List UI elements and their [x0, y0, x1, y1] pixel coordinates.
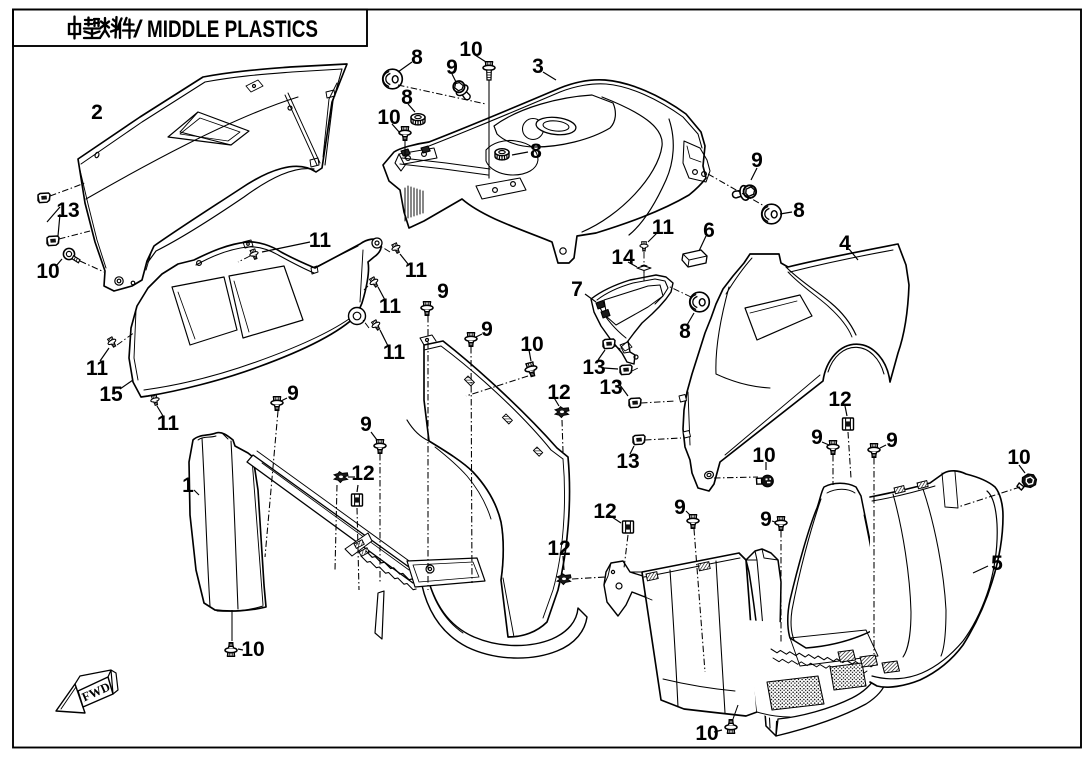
svg-text:9: 9: [481, 318, 493, 341]
svg-text:13: 13: [56, 199, 79, 222]
svg-text:8: 8: [793, 199, 805, 222]
svg-text:11: 11: [379, 295, 402, 318]
svg-text:10: 10: [752, 444, 775, 467]
svg-text:12: 12: [547, 381, 570, 404]
svg-text:6: 6: [703, 219, 715, 242]
svg-text:10: 10: [695, 722, 718, 745]
svg-text:13: 13: [616, 450, 639, 473]
svg-text:9: 9: [437, 280, 449, 303]
svg-text:15: 15: [99, 383, 123, 406]
svg-text:4: 4: [839, 232, 851, 255]
svg-text:12: 12: [828, 388, 851, 411]
svg-text:9: 9: [446, 56, 458, 79]
svg-text:11: 11: [157, 412, 180, 435]
svg-text:10: 10: [1007, 446, 1030, 469]
svg-text:10: 10: [459, 38, 482, 61]
svg-text:3: 3: [532, 55, 544, 78]
svg-text:11: 11: [309, 229, 332, 252]
svg-text:1: 1: [182, 474, 194, 497]
svg-text:13: 13: [599, 376, 622, 399]
svg-text:9: 9: [674, 496, 686, 519]
svg-text:8: 8: [530, 140, 542, 163]
svg-text:8: 8: [401, 86, 413, 109]
svg-text:7: 7: [571, 278, 583, 301]
svg-text:/: /: [133, 16, 143, 43]
svg-text:12: 12: [593, 500, 616, 523]
svg-text:12: 12: [351, 462, 374, 485]
svg-text:9: 9: [886, 429, 898, 452]
svg-text:11: 11: [405, 259, 428, 282]
svg-text:12: 12: [547, 537, 570, 560]
svg-text:8: 8: [411, 46, 423, 69]
svg-text:9: 9: [760, 508, 772, 531]
svg-text:11: 11: [383, 341, 406, 364]
svg-text:9: 9: [751, 149, 763, 172]
svg-text:10: 10: [36, 260, 59, 283]
svg-text:10: 10: [377, 106, 400, 129]
svg-text:10: 10: [241, 638, 264, 661]
svg-text:5: 5: [991, 552, 1003, 575]
svg-text:9: 9: [360, 413, 372, 436]
svg-text:11: 11: [86, 357, 109, 380]
svg-text:8: 8: [679, 320, 691, 343]
svg-text:9: 9: [287, 382, 299, 405]
svg-text:MIDDLE PLASTICS: MIDDLE PLASTICS: [147, 16, 318, 43]
svg-text:11: 11: [652, 216, 675, 239]
svg-text:2: 2: [91, 101, 103, 124]
svg-text:10: 10: [520, 333, 543, 356]
svg-text:14: 14: [611, 246, 635, 269]
svg-text:13: 13: [582, 356, 605, 379]
svg-text:9: 9: [811, 426, 823, 449]
